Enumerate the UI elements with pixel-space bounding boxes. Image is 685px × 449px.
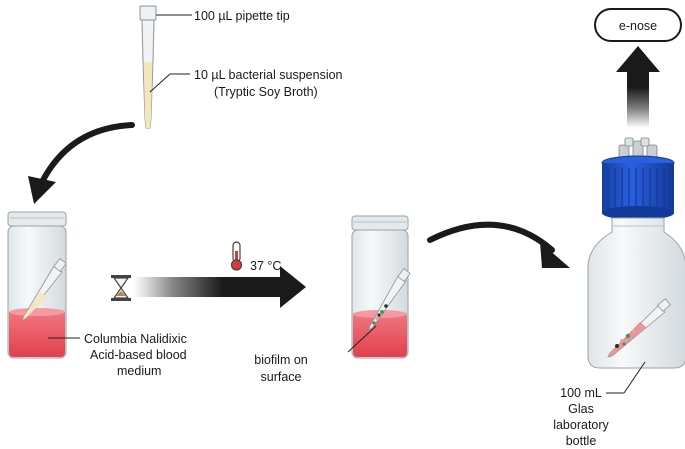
medium-label-line2: Acid-based blood xyxy=(90,348,187,362)
laboratory-bottle xyxy=(587,137,685,369)
enose-label: e-nose xyxy=(619,19,657,33)
suspension-leader xyxy=(149,73,171,93)
suspension-label-line2: (Tryptic Soy Broth) xyxy=(214,85,318,99)
biofilm-label-line1: biofilm on xyxy=(254,353,308,367)
bottle-label-line4: bottle xyxy=(566,434,597,448)
culture-jar-2 xyxy=(351,215,411,359)
culture-jar-1 xyxy=(7,211,67,359)
biofilm-leader xyxy=(347,325,377,353)
pipette-tip-label: 100 µL pipette tip xyxy=(194,9,290,23)
bottle-label-line1: 100 mL xyxy=(560,386,602,400)
hourglass-icon xyxy=(111,275,131,301)
bottle-label-line2: Glas xyxy=(568,402,594,416)
suspension-label-line1: 10 µL bacterial suspension xyxy=(194,68,343,82)
incubation-arrow xyxy=(134,266,306,308)
medium-label-line1: Columbia Nalidixic xyxy=(84,332,187,346)
arrow-to-enose xyxy=(616,46,660,128)
biofilm-label-line2: surface xyxy=(261,370,302,384)
bottle-label-line3: laboratory xyxy=(553,418,609,432)
temperature-label: 37 °C xyxy=(250,259,281,273)
thermometer-icon xyxy=(230,241,243,271)
pipette-tip-illustration xyxy=(139,5,157,129)
enose-box: e-nose xyxy=(594,8,682,42)
curved-arrow-to-bottle xyxy=(427,221,570,268)
bottle-leader xyxy=(623,361,646,394)
medium-label-line3: medium xyxy=(117,364,161,378)
curved-arrow-down xyxy=(28,122,135,204)
